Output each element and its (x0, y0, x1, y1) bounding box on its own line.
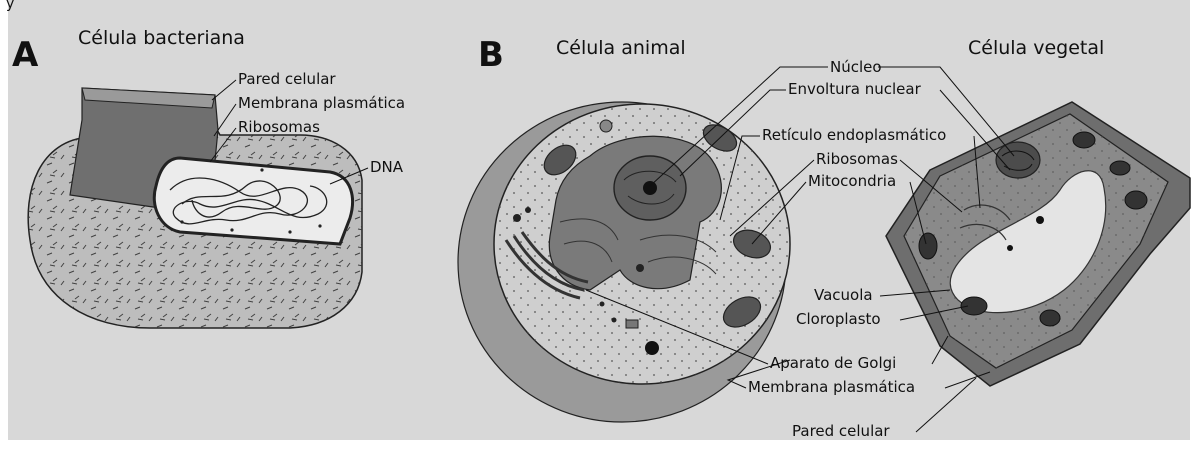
panel-b-letter: B (478, 35, 504, 75)
label-a-dna: DNA (370, 158, 404, 176)
header-text: y (6, 0, 14, 12)
label-b-golgi: Aparato de Golgi (770, 354, 896, 372)
panel-a-title: Célula bacteriana (78, 27, 245, 49)
panel-b-title-animal: Célula animal (556, 37, 686, 59)
label-b-nuclear-envelope: Envoltura nuclear (788, 80, 922, 98)
label-b-vacuole: Vacuola (814, 286, 873, 304)
label-b-chloroplast: Cloroplasto (796, 310, 881, 328)
label-b-cell-wall: Pared celular (792, 422, 890, 440)
label-b-nucleus: Núcleo (830, 58, 882, 76)
panel-a-letter: A (12, 35, 39, 75)
label-b-endoplasmic-reticulum: Retículo endoplasmático (762, 126, 946, 144)
label-a-ribosomes: Ribosomas (238, 118, 320, 136)
label-a-cell-wall: Pared celular (238, 70, 336, 88)
label-b-plasma-membrane: Membrana plasmática (748, 378, 915, 396)
label-b-mitochondria: Mitocondria (808, 172, 896, 190)
label-b-ribosomes: Ribosomas (816, 150, 898, 168)
label-a-plasma-membrane: Membrana plasmática (238, 94, 405, 112)
panel-b-title-plant: Célula vegetal (968, 37, 1104, 59)
